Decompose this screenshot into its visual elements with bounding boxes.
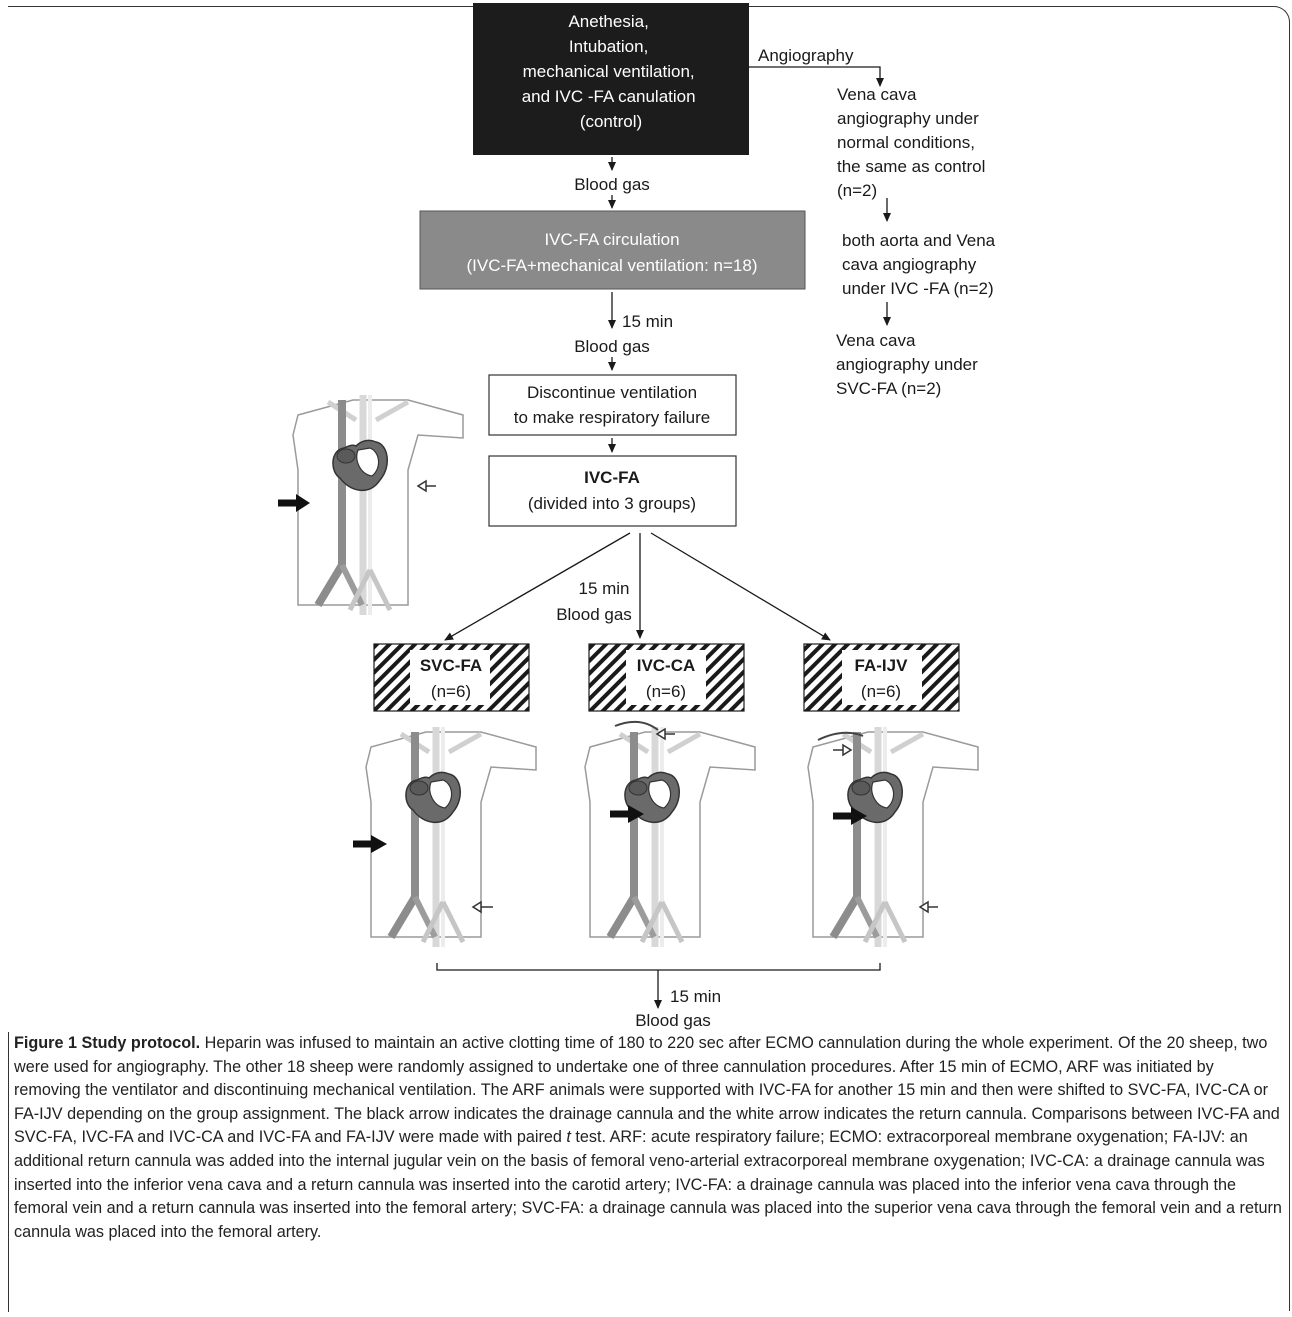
min-15-label-1: 15 min — [622, 312, 673, 331]
circulation-subtitle: (IVC-FA+mechanical ventilation: n=18) — [466, 256, 757, 275]
white-arrow-icon — [416, 479, 436, 493]
circulation-title: IVC-FA circulation — [544, 230, 679, 249]
control-line-2: Intubation, — [569, 37, 648, 56]
control-line-4: and IVC -FA canulation — [522, 87, 696, 106]
white-arrow-icon — [655, 727, 675, 741]
ivcfa-subtitle: (divided into 3 groups) — [528, 494, 696, 513]
anatomy-control — [278, 395, 463, 615]
caption-figure-label: Figure 1 Study protocol. — [14, 1034, 201, 1052]
discontinue-line-2: to make respiratory failure — [514, 408, 711, 427]
group-n-ivcca: (n=6) — [646, 682, 686, 701]
blood-gas-label-4: Blood gas — [635, 1011, 711, 1030]
angio-step-2: both aorta and Vena cava angiography und… — [842, 231, 1000, 298]
group-name-ivcca: IVC-CA — [637, 656, 696, 675]
control-box: Anethesia, Intubation, mechanical ventil… — [473, 3, 749, 155]
angio-step-3: Vena cava angiography under SVC-FA (n=2) — [836, 331, 983, 398]
caption-t-italic: t — [566, 1128, 571, 1147]
ivcfa-title: IVC-FA — [584, 468, 640, 487]
circulation-box: IVC-FA circulation (IVC-FA+mechanical ve… — [419, 210, 806, 290]
group-n-svcfa: (n=6) — [431, 682, 471, 701]
control-line-5: (control) — [580, 112, 642, 131]
anatomy-ivcca — [585, 720, 755, 947]
white-arrow-icon — [833, 743, 853, 757]
svg-text:Anethesia, Intubation,: Anethesia, Intubation, mechanical ventil… — [522, 12, 701, 131]
black-arrow-icon — [851, 807, 867, 825]
blood-gas-label-2: Blood gas — [574, 337, 650, 356]
caption-frame-edge — [8, 1032, 9, 1312]
blood-gas-label-1: Blood gas — [574, 175, 650, 194]
white-arrow-icon — [918, 900, 938, 914]
caption-text: Heparin was infused to maintain an activ… — [14, 1034, 1280, 1147]
angiography-label: Angiography — [758, 46, 854, 65]
group-box-ivcca: IVC-CA (n=6) — [588, 643, 745, 712]
black-arrow-icon — [296, 494, 310, 512]
group-name-faijv: FA-IJV — [855, 656, 909, 675]
discontinue-box: Discontinue ventilation to make respirat… — [488, 374, 737, 436]
blood-gas-label-3: Blood gas — [556, 605, 632, 624]
arrow-to-svcfa — [444, 532, 631, 641]
anatomy-svcfa — [353, 727, 536, 947]
control-line-1: Anethesia, — [568, 12, 648, 31]
white-arrow-icon — [471, 900, 493, 914]
group-box-faijv: FA-IJV (n=6) — [803, 643, 960, 712]
min-15-label-3: 15 min — [670, 987, 721, 1006]
group-n-faijv: (n=6) — [861, 682, 901, 701]
caption-text-2: test. ARF: acute respiratory failure; EC… — [14, 1128, 1282, 1241]
control-line-3: mechanical ventilation, — [523, 62, 695, 81]
anatomy-faijv — [808, 727, 978, 947]
black-arrow-icon — [371, 835, 387, 853]
figure-caption: Figure 1 Study protocol. Heparin was inf… — [14, 1032, 1282, 1244]
angio-step-1: Vena cava angiography under normal condi… — [837, 85, 990, 200]
discontinue-line-1: Discontinue ventilation — [527, 383, 697, 402]
protocol-diagram: Anethesia, Intubation, mechanical ventil… — [278, 3, 1000, 1030]
black-arrow-icon — [628, 805, 644, 823]
arrow-to-faijv — [650, 532, 831, 641]
group-box-svcfa: SVC-FA (n=6) — [373, 643, 530, 712]
group-name-svcfa: SVC-FA — [420, 656, 482, 675]
min-15-label-2: 15 min — [578, 579, 629, 598]
bottom-bracket — [436, 963, 881, 971]
ivcfa-box: IVC-FA (divided into 3 groups) — [488, 455, 737, 527]
angiography-connector — [749, 66, 884, 87]
